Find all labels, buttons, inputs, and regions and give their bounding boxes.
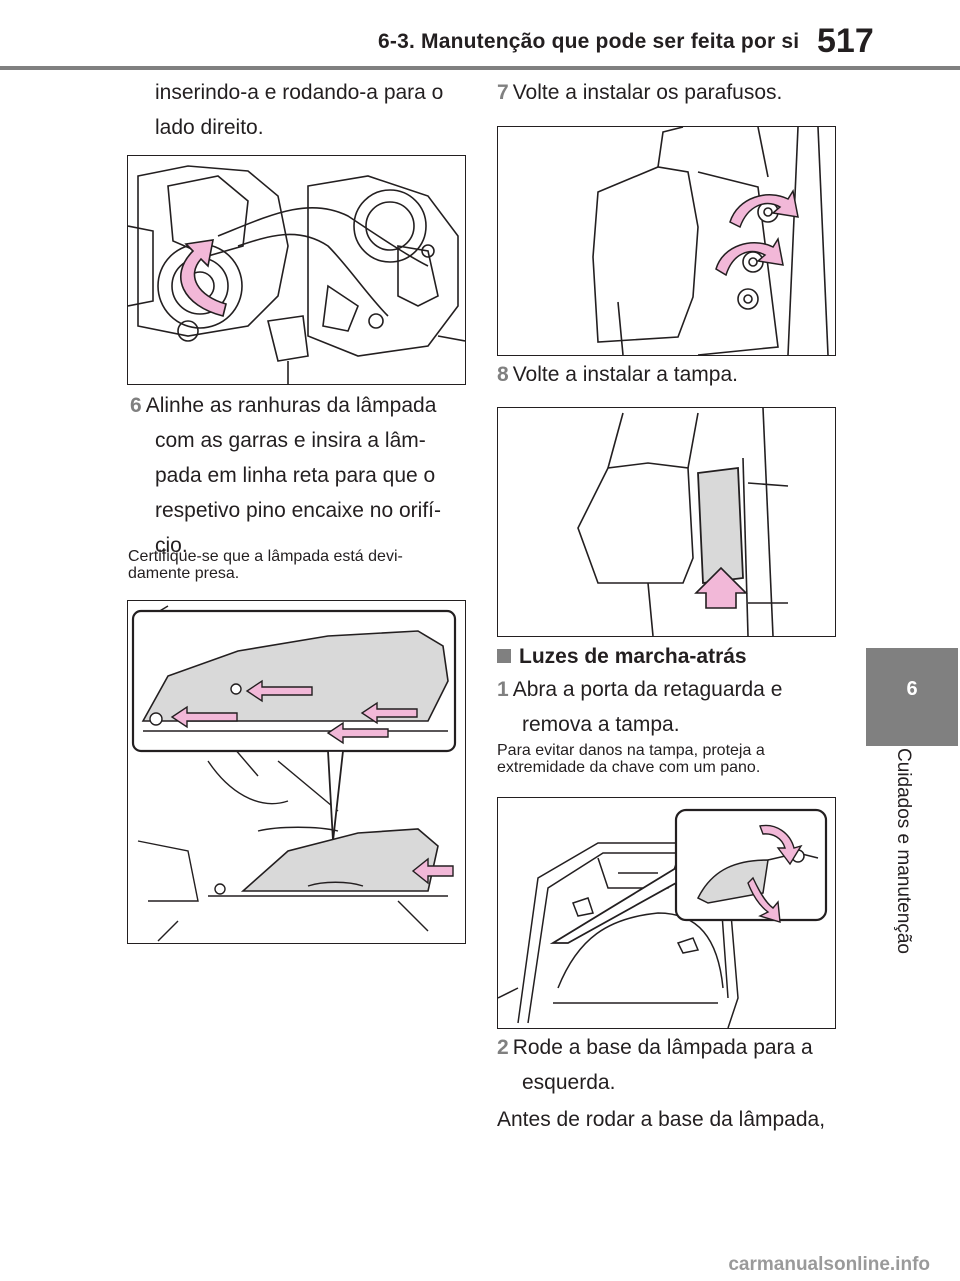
continuation-line-2: lado direito. [155, 116, 264, 139]
step-7-text: Volte a instalar os parafusos. [512, 81, 783, 104]
cover-install-illustration [577, 408, 789, 636]
section-title: 6-3. Manutenção que pode ser feita por s… [378, 30, 800, 53]
screws-illustration [592, 127, 829, 355]
rotate-arrow-icon-2 [715, 236, 784, 277]
arrow-up-icon [694, 566, 748, 609]
chapter-title: Cuidados e manutenção [893, 748, 914, 954]
arrow-left-icon-5 [411, 857, 454, 885]
note-protect-cover: Para evitar danos na tampa, proteja a ex… [497, 742, 765, 776]
arrow-left-icon-2 [245, 679, 313, 703]
cover-illustration [131, 605, 457, 942]
figure-reinstall-cover [497, 407, 836, 637]
header-rule [0, 66, 960, 70]
continuation-text: inserindo-a e rodando-a para o lado dire… [155, 75, 443, 145]
step-6-line-1: Alinhe as ranhuras da lâmpada [145, 394, 437, 417]
step-8-number: 8 [497, 363, 509, 386]
step-8-text: Volte a instalar a tampa. [512, 363, 738, 386]
continuation-line-1: inserindo-a e rodando-a para o [155, 81, 444, 104]
step-1-line-1: Abra a porta da retaguarda e [512, 678, 783, 701]
chapter-tab[interactable]: 6 [866, 648, 958, 746]
rotate-arrow-icon-1 [729, 188, 799, 229]
rotate-arrow-icon [180, 239, 227, 317]
step-1-line-2: remova a tampa. [522, 713, 680, 736]
heading-square-icon [497, 649, 511, 663]
note-line-2: extremidade da chave com um pano. [497, 759, 761, 776]
heading-text: Luzes de marcha-atrás [519, 645, 747, 668]
page-number: 517 [817, 22, 874, 60]
rotate-arrow-icon-1 [759, 824, 803, 866]
callout-pointer [549, 866, 677, 944]
step-2-line-2: esquerda. [522, 1071, 616, 1094]
step-7-number: 7 [497, 81, 509, 104]
arrow-left-icon-1 [170, 705, 238, 729]
step-2-number: 2 [497, 1036, 509, 1059]
rotate-arrow-icon-2 [747, 876, 781, 923]
callout-pointer [327, 750, 345, 842]
note-line-2: damente presa. [128, 565, 240, 582]
figure-reinstall-screws [497, 126, 836, 356]
chapter-title-wrap: Cuidados e manutenção [866, 748, 926, 978]
step-2-line-1: Rode a base da lâmpada para a [512, 1036, 813, 1059]
note-line-1: Certifique-se que a lâmpada está devi- [128, 548, 403, 565]
trailing-text: Antes de rodar a base da lâmpada, [497, 1108, 826, 1131]
figure-cover-alignment [127, 600, 466, 944]
arrow-left-icon-3 [360, 701, 418, 725]
figure-headlamp-bulb-rotate [127, 155, 466, 385]
step-6-line-2: com as garras e insira a lâm- [155, 429, 426, 452]
step-6-line-5: cio. [155, 534, 188, 557]
watermark: carmanualsonline.info [728, 1254, 930, 1275]
arrow-left-icon-4 [326, 721, 389, 745]
figure-remove-cover [497, 797, 836, 1029]
step-6-line-4: respetivo pino encaixe no orifí- [155, 499, 441, 522]
note-bulb-secure: Certifique-se que a lâmpada está devi- d… [128, 548, 403, 582]
headlamp-illustration [128, 165, 465, 384]
step-6-number: 6 [130, 394, 142, 417]
note-line-1: Para evitar danos na tampa, proteja a [497, 742, 765, 759]
chapter-number: 6 [906, 678, 918, 700]
step-1-number: 1 [497, 678, 509, 701]
section-heading-reverse-lights: Luzes de marcha-atrás [497, 645, 747, 669]
step-6-line-3: pada em linha reta para que o [155, 464, 436, 487]
backdoor-illustration [498, 808, 828, 1028]
